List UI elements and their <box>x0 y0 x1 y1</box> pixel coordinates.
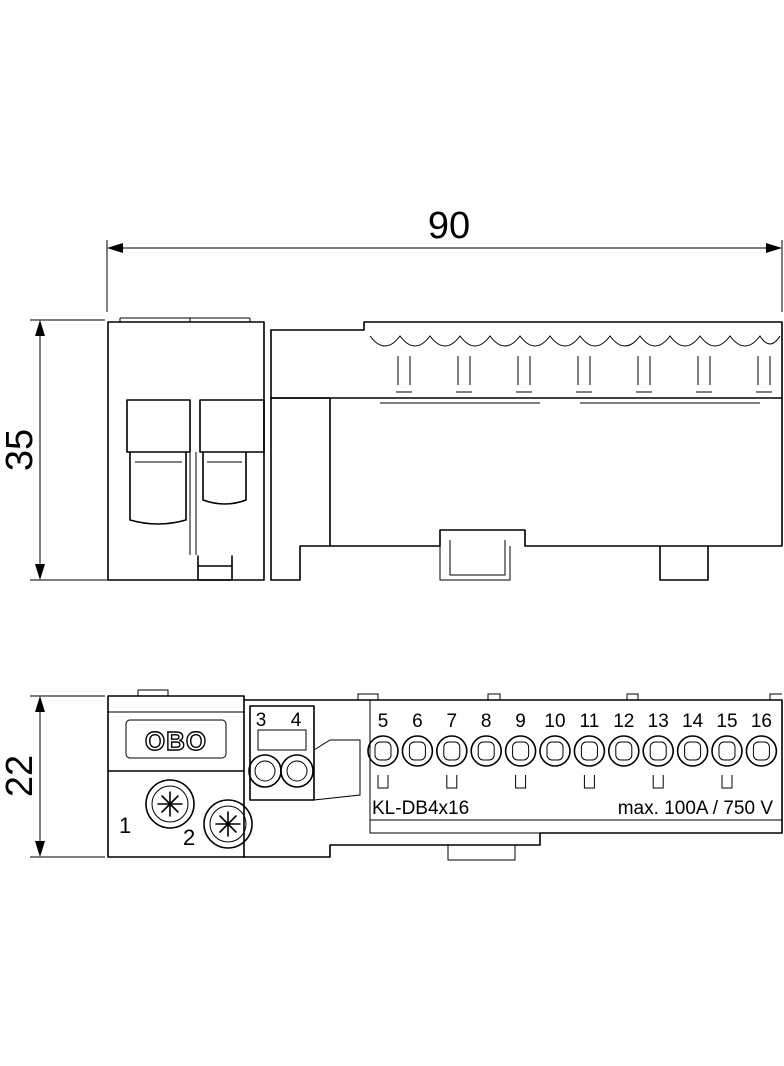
terminal-screw-icon <box>401 735 434 767</box>
main-terminal-1: 1 <box>119 779 195 838</box>
bar-terminal-7: 7 <box>435 711 468 789</box>
bus-bar-terminals: 5 6 7 8 9 10 11 12 13 14 15 16 <box>367 711 778 789</box>
rating-label: max. 100A / 750 V <box>618 798 774 819</box>
bar-terminal-16: 16 <box>745 711 778 767</box>
bar-terminal-8: 8 <box>470 711 503 767</box>
width-dimension: 90 <box>106 205 783 312</box>
bar-terminal-11: 11 <box>573 711 606 789</box>
depth-dimension-label: 22 <box>0 755 41 797</box>
height-dimension: 35 <box>0 319 195 581</box>
terminal-screw-icon <box>435 735 468 767</box>
bar-terminal-10: 10 <box>539 711 571 767</box>
width-dimension-label: 90 <box>428 205 470 247</box>
main-terminal-2: 2 <box>183 799 253 850</box>
main-terminal-2-label: 2 <box>183 825 195 850</box>
main-terminal-1-label: 1 <box>119 813 131 838</box>
bar-terminal-label: 11 <box>580 711 600 732</box>
terminal-screw-icon <box>711 735 743 767</box>
terminal-screw-icon <box>607 735 640 767</box>
depth-dimension: 22 <box>0 695 105 858</box>
terminal-screw-icon <box>676 735 709 767</box>
bar-terminal-label: 10 <box>544 711 565 732</box>
bar-terminal-9: 9 <box>504 711 537 789</box>
bar-terminal-6: 6 <box>401 711 434 767</box>
height-dimension-label: 35 <box>0 429 41 471</box>
small-terminal-3-label: 3 <box>256 710 267 731</box>
front-view <box>107 317 783 581</box>
terminal-screw-icon <box>745 735 778 767</box>
bar-terminal-label: 9 <box>515 711 526 732</box>
bar-terminal-label: 12 <box>613 711 634 732</box>
terminal-screw-icon <box>539 735 571 767</box>
bar-terminal-label: 7 <box>447 711 458 732</box>
bar-terminal-15: 15 <box>711 711 743 789</box>
brand-logo-text: OBO <box>145 726 207 756</box>
model-label: KL-DB4x16 <box>372 798 469 819</box>
small-terminals: 3 4 <box>248 710 314 788</box>
terminal-screw-icon <box>470 735 503 767</box>
bar-terminal-label: 14 <box>682 711 704 732</box>
small-terminal-4-label: 4 <box>291 710 302 731</box>
bar-terminal-label: 16 <box>751 711 772 732</box>
terminal-screw-icon <box>642 735 675 767</box>
bar-terminal-label: 8 <box>481 711 492 732</box>
terminal-screw-icon <box>367 735 399 767</box>
bar-terminal-13: 13 <box>642 711 675 789</box>
brand-logo: OBO <box>125 719 227 759</box>
bar-terminal-label: 5 <box>378 711 389 732</box>
bar-terminal-5: 5 <box>367 711 399 789</box>
front-screw-posts <box>396 356 772 393</box>
bar-terminal-14: 14 <box>676 711 709 767</box>
terminal-screw-icon <box>504 735 537 767</box>
bar-terminal-label: 6 <box>412 711 423 732</box>
bar-terminal-label: 13 <box>648 711 669 732</box>
bar-terminal-label: 15 <box>716 711 737 732</box>
terminal-screw-icon <box>573 735 606 767</box>
bar-terminal-12: 12 <box>607 711 640 767</box>
